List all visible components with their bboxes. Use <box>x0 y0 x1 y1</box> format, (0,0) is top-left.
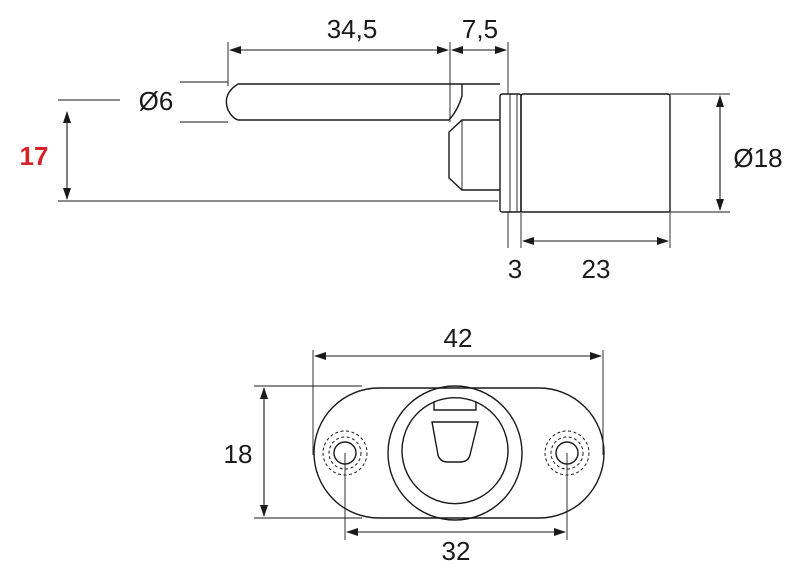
key-slot <box>431 421 479 463</box>
dim-offset: 17 <box>20 141 49 171</box>
bolt-pin <box>225 83 500 121</box>
lock-body-cylinder <box>520 93 671 213</box>
dim-pin-diameter: Ø6 <box>139 86 174 116</box>
cylinder-face-inner <box>401 400 509 505</box>
dim-collar-length: 7,5 <box>462 14 498 44</box>
dim-height: 18 <box>224 439 253 469</box>
front-view: 42 18 32 <box>224 323 605 566</box>
mounting-plate <box>313 387 605 519</box>
lock-flange <box>499 93 522 213</box>
dim-body-length: 23 <box>582 254 611 284</box>
dim-body-diameter: Ø18 <box>733 143 782 173</box>
dim-overall-width: 42 <box>444 323 473 353</box>
side-view: 34,5 7,5 Ø6 17 Ø18 3 23 <box>20 14 783 284</box>
dim-hole-spacing: 32 <box>442 536 471 566</box>
cylinder-face-outer <box>387 385 523 521</box>
dim-flange-thickness: 3 <box>508 254 522 284</box>
collar <box>448 119 500 191</box>
dim-pin-length: 34,5 <box>327 14 378 44</box>
